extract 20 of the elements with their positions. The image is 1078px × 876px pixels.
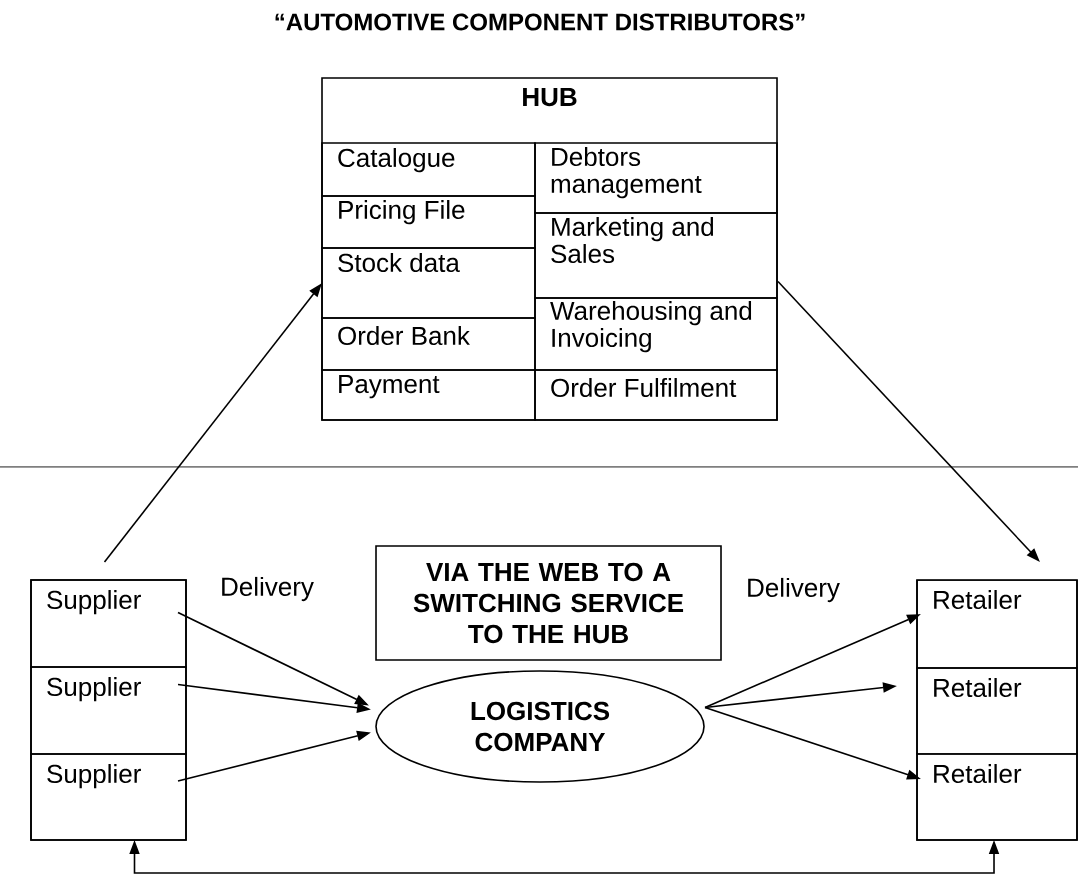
arrow bbox=[777, 280, 1040, 562]
table-cell: Payment bbox=[321, 369, 536, 421]
label-text: Delivery bbox=[222, 576, 314, 602]
supplier-box: Supplier bbox=[30, 666, 187, 755]
retailer-box: Retailer bbox=[916, 579, 1078, 669]
table-cell: Order Bank bbox=[321, 317, 536, 371]
table-cell: Debtors management bbox=[534, 142, 778, 214]
label-text: Delivery bbox=[748, 577, 840, 603]
supplier-box: Supplier bbox=[30, 753, 187, 841]
table-cell: Stock data bbox=[321, 247, 536, 319]
note-box: VIA THE WEB TO A SWITCHING SERVICE TO THE HUB bbox=[375, 545, 722, 661]
retailer-box: Retailer bbox=[916, 753, 1078, 841]
table-cell: Catalogue bbox=[321, 142, 536, 197]
retailer-box: Retailer bbox=[916, 667, 1078, 755]
table-cell: Warehousing and Invoicing bbox=[534, 297, 778, 371]
table-cell: Marketing and Sales bbox=[534, 212, 778, 299]
table-cell: Pricing File bbox=[321, 195, 536, 249]
table-cell: Order Fulfilment bbox=[534, 369, 778, 421]
title: “AUTOMOTIVE COMPONENT DISTRIBUTORS” bbox=[275, 13, 805, 31]
supplier-box: Supplier bbox=[30, 579, 187, 668]
